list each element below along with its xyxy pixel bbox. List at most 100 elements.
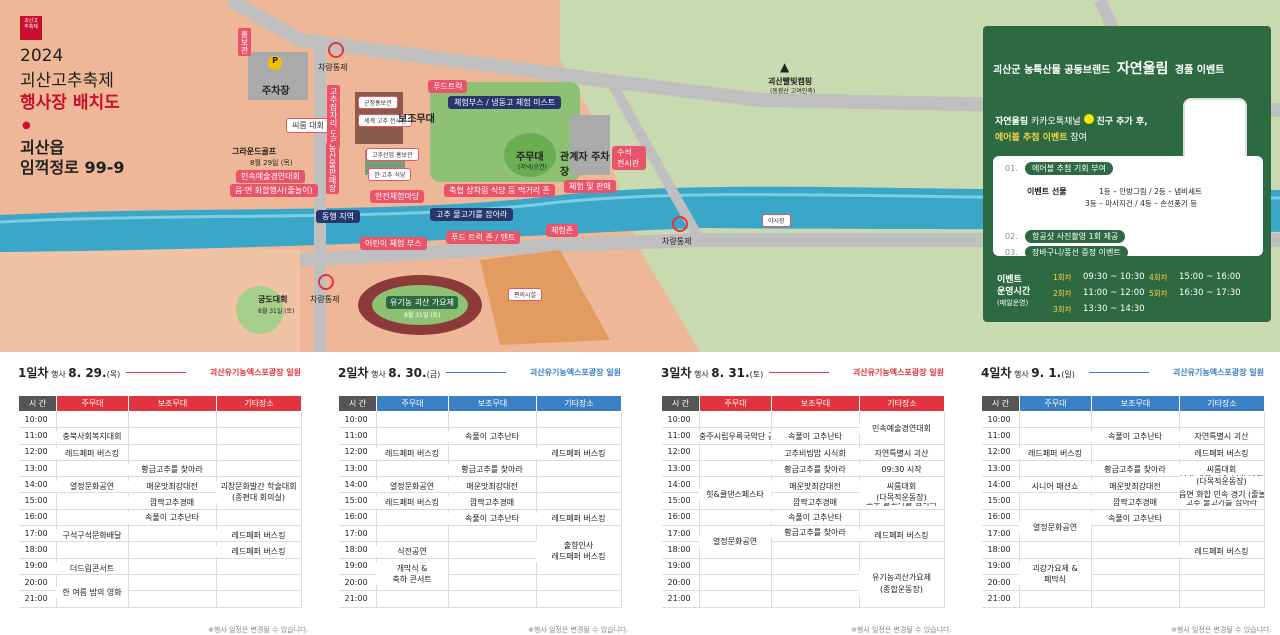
main-stage-cell (56, 492, 129, 510)
day-place: 괴산유기농엑스포광장 일원 (529, 368, 621, 377)
address-line1: 괴산읍 (20, 138, 65, 157)
schedule-event: 씨름대회 (859, 480, 944, 492)
sub-stage-cell (1091, 574, 1180, 592)
schedule-event: 레드페퍼 버스킹 (216, 546, 301, 558)
event-header-tail: 경품 이벤트 (1174, 65, 1225, 76)
day-title: 3일차 (661, 366, 692, 380)
event-item-no: 02. (1005, 232, 1018, 241)
camping-icon: ▲ (780, 60, 790, 74)
time-cell: 13:00 (661, 460, 700, 478)
sub-stage-cell (1091, 525, 1180, 543)
schedule-event: 씨름대회 (1179, 464, 1264, 476)
column-header: 기타장소 (216, 395, 302, 412)
schedule-event: 황금고추를 찾아라 (771, 526, 859, 538)
sub-stage-cell (448, 558, 537, 575)
day-line (769, 372, 829, 373)
main-stage-cell (56, 541, 129, 559)
column-header: 기타장소 (859, 395, 945, 412)
time-cell: 18:00 (981, 541, 1020, 559)
road-vertical-label: 고추잠자리 도로 (327, 85, 340, 148)
sub-stage-cell (771, 590, 860, 608)
time-cell: 11:00 (981, 427, 1020, 445)
schedule-event: 시니어 패션쇼 (1019, 480, 1091, 492)
event-round-no: 2회차 (1053, 289, 1072, 298)
sub-stage-cell (448, 574, 537, 592)
time-cell: 19:00 (338, 558, 377, 575)
main-stage-cell (376, 460, 449, 478)
schedule-event: 레드페퍼 버스킹 (1019, 447, 1091, 459)
schedule-event: 힛&쿨댄스페스타 (699, 488, 771, 500)
other-place-cell (216, 509, 302, 527)
no-car-label-3: 차량통제 (310, 295, 340, 304)
sub-stage-cell (448, 444, 537, 461)
event-header-lead: 괴산군 농특산물 공동브랜드 (993, 65, 1111, 76)
main-stage-sub: (저녁/공연) (518, 164, 547, 171)
schedule-event: 황금고추를 찾아라 (771, 464, 859, 476)
time-cell: 18:00 (338, 541, 377, 559)
gift-line1: 1등 – 안방그림 / 2등 – 냄비세트 (1099, 187, 1202, 196)
schedule-event: 괴창문화발간 학술대회 (216, 480, 301, 492)
schedule-event: 레드페퍼 버스킹 (216, 529, 301, 541)
schedule-event: 열정문화공연 (1019, 521, 1091, 533)
event-round-time: 09:30 ~ 10:30 (1083, 272, 1145, 282)
table-row: 10:00 (981, 411, 1265, 429)
event-item-text: 에어볼 추첨 기회 부여 (1025, 162, 1113, 175)
time-cell: 12:00 (661, 444, 700, 461)
time-cell: 12:00 (18, 444, 57, 461)
location-pin-icon: ● (22, 120, 31, 131)
table-row: 21:00 (661, 590, 945, 608)
main-stage-cell (1019, 427, 1092, 445)
event-brand: 자연울림 (1116, 61, 1169, 77)
schedule-event: 속풀이 고추난타 (1091, 513, 1179, 525)
main-stage-cell (1019, 590, 1092, 608)
kakao-brand: 자연울림 (995, 117, 1029, 127)
ag-fair-label: 안전체험마당 (370, 190, 425, 203)
column-header: 보조무대 (128, 395, 217, 412)
kakao-icon (1083, 114, 1094, 124)
sub-stage-cell (448, 411, 537, 429)
day-sub: 행사 (368, 370, 389, 379)
schedule-event: 레드페퍼 버스킹 (859, 529, 944, 541)
kakao-line1: 자연울림 카카오톡채널 친구 추가 후, (995, 114, 1148, 127)
time-cell: 20:00 (661, 574, 700, 592)
sub-stage-cell (1091, 444, 1180, 461)
schedule-event: 읍면 화합 민속 경기 (줄놀이) (1179, 488, 1264, 500)
archery-date: 8월 31일 (토) (258, 308, 295, 315)
time-cell: 21:00 (18, 590, 57, 608)
day-date: 8. 31. (711, 366, 750, 380)
day-date: 8. 29. (68, 366, 107, 380)
parking-icon: P (268, 56, 282, 70)
schedule-event: 속풀이 고추난타 (448, 513, 536, 525)
time-cell: 17:00 (338, 525, 377, 543)
time-cell: 14:00 (661, 476, 700, 494)
ssireum-label: 씨름 대회 (286, 118, 330, 133)
other-place-cell (859, 590, 945, 608)
sub-stage-cell (448, 541, 537, 559)
event-round-no: 3회차 (1053, 305, 1072, 314)
sub-stage-cell (128, 541, 217, 559)
schedule-event: 더드림콘서트 (56, 562, 128, 574)
other-place-cell (536, 476, 622, 494)
time-cell: 10:00 (661, 411, 700, 429)
schedule-event: 황금고추를 찾아라 (448, 464, 536, 476)
table-row: 20:00 (18, 574, 302, 592)
day-line (446, 372, 506, 373)
time-label2: 운영시간 (997, 287, 1031, 297)
time-cell: 15:00 (981, 492, 1020, 510)
schedule-event: 속풀이 고추난타 (771, 511, 859, 523)
time-cell: 20:00 (981, 574, 1020, 592)
schedule-event: 고추 물고기를 잡아라 (1179, 497, 1264, 508)
day-heading: 2일차 행사 8. 30.(금) (338, 364, 621, 380)
other-place-cell (1179, 411, 1265, 429)
event-round-no: 1회차 (1053, 273, 1072, 282)
sub-stage-cell (771, 411, 860, 429)
time-cell: 13:00 (18, 460, 57, 478)
stadium-date: 8월 31일 (토) (404, 312, 441, 319)
schedule-event: 고추비빔밥 시식회 (771, 447, 859, 459)
rest-label: 편의시설 (508, 288, 543, 301)
ground-golf-label: 그라운드골프 (232, 147, 277, 156)
event-item-text: 장바구니/풍선 증정 이벤트 (1025, 246, 1128, 259)
other-place-cell (216, 444, 302, 461)
schedule-event: 열정문화공연 (376, 480, 448, 492)
